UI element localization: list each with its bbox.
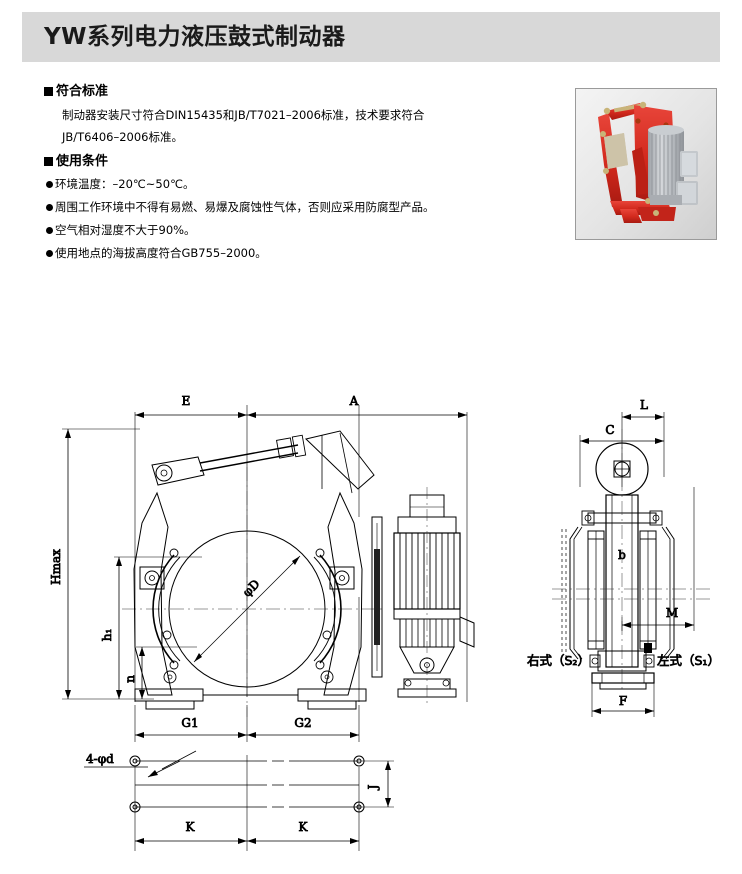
filled-square-icon — [44, 157, 53, 166]
dim-L: L — [640, 398, 648, 412]
dim-K-left: K — [186, 820, 196, 834]
bullet-dot-icon — [46, 204, 53, 211]
condition-item-1: 周围工作环境中不得有易燃、易爆及腐蚀性气体，否则应采用防腐型产品。 — [46, 198, 435, 217]
variant-right-hand: 右式（S₂） — [527, 653, 590, 668]
condition-item-0: 环境温度：–20℃~50℃。 — [46, 175, 194, 194]
dim-hole-callout: 4-φd — [86, 752, 114, 766]
standards-line-1: 制动器安装尺寸符合DIN15435和JB/T7021–2006标准，技术要求符合 — [62, 108, 425, 122]
header-band — [22, 12, 720, 62]
condition-item-2: 空气相对湿度不大于90%。 — [46, 221, 196, 240]
dim-E: E — [182, 394, 191, 408]
section-heading-standards: 符合标准 — [44, 84, 108, 100]
dim-J: J — [366, 784, 380, 791]
dim-G2: G2 — [294, 716, 311, 730]
dim-phiD: φD — [240, 577, 263, 600]
dim-F: F — [619, 694, 627, 708]
dim-n: n — [123, 675, 137, 683]
dim-M: M — [666, 606, 678, 620]
dim-Hmax: Hmax — [49, 549, 63, 585]
condition-item-3: 使用地点的海拔高度符合GB755–2000。 — [46, 244, 267, 263]
standards-line-2: JB/T6406–2006标准。 — [62, 130, 183, 144]
bullet-dot-icon — [46, 250, 53, 257]
bullet-dot-icon — [46, 227, 53, 234]
page-title: YW系列电力液压鼓式制动器 — [44, 24, 346, 50]
content-area: 符合标准 制动器安装尺寸符合DIN15435和JB/T7021–2006标准，技… — [22, 62, 720, 862]
variant-left-hand: 左式（S₁） — [657, 653, 720, 668]
technical-drawing: E A — [22, 317, 720, 862]
dim-C: C — [605, 423, 614, 437]
section-heading-conditions: 使用条件 — [44, 154, 108, 170]
product-photo — [575, 88, 717, 240]
filled-square-icon — [44, 87, 53, 96]
dim-G1: G1 — [181, 716, 198, 730]
dim-A: A — [349, 394, 359, 408]
bullet-dot-icon — [46, 181, 53, 188]
dim-K-right: K — [299, 820, 309, 834]
dim-h1: h₁ — [100, 629, 114, 642]
